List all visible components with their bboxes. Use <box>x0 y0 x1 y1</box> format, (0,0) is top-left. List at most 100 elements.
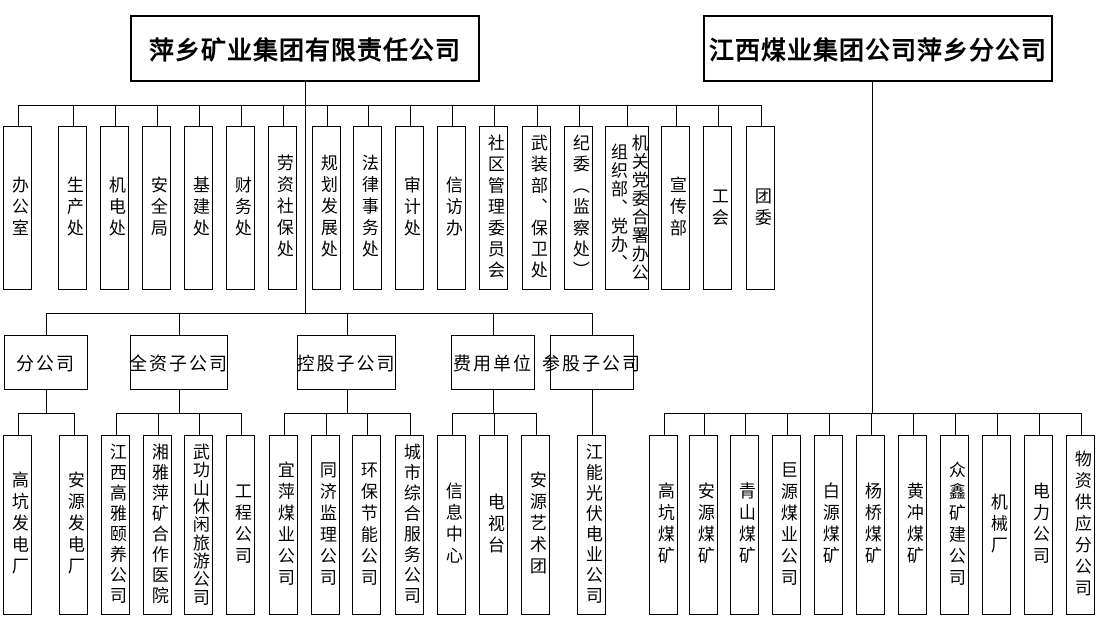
dept-box-10: 信访办 <box>437 126 466 290</box>
dept-box-8: 法律事务处 <box>353 126 382 290</box>
department-drop-line <box>283 105 284 127</box>
branch-unit-box-8: 机械厂 <box>982 435 1011 615</box>
department-drop-line <box>157 105 158 127</box>
unit-drop-line <box>452 413 453 436</box>
department-drop-line <box>410 105 411 127</box>
dept-box-14: 组织部、党办、 机关党委合署办公 <box>605 126 649 290</box>
unit-drop-line <box>410 413 411 436</box>
department-bus-line <box>18 105 762 106</box>
department-drop-line <box>537 105 538 127</box>
unit-box-1-3: 工程公司 <box>226 435 255 615</box>
branch-unit-box-10: 物资供应分公司 <box>1066 435 1095 615</box>
branch-unit-box-0-label: 高坑煤矿 <box>654 482 674 568</box>
branch-unit-box-9: 电力公司 <box>1024 435 1053 615</box>
category-drop-line <box>592 313 593 336</box>
branch-unit-box-3-label: 巨源煤业公司 <box>777 460 797 590</box>
department-drop-line <box>452 105 453 127</box>
department-drop-line <box>579 105 580 127</box>
dept-box-8-label: 法律事务处 <box>358 154 378 262</box>
unit-box-3-2-label: 安源艺术团 <box>526 471 546 579</box>
dept-box-12-label: 武装部、保卫处 <box>527 133 547 283</box>
dept-box-6-label: 劳资社保处 <box>273 154 293 262</box>
branch-unit-box-9-label: 电力公司 <box>1029 482 1049 568</box>
unit-box-3-0: 信息中心 <box>437 435 466 615</box>
unit-bus-line <box>284 413 411 414</box>
category-box-0: 分公司 <box>4 335 88 390</box>
branch-drop-line <box>871 413 872 436</box>
left-company-title: 萍乡矿业集团有限责任公司 <box>148 37 461 65</box>
branch-unit-box-8-label: 机械厂 <box>987 492 1007 558</box>
unit-box-1-3-label: 工程公司 <box>231 482 251 568</box>
category-label-0: 分公司 <box>16 353 76 374</box>
unit-box-2-1-label: 同济监理公司 <box>316 460 336 590</box>
branch-unit-box-5: 杨桥煤矿 <box>856 435 885 615</box>
left-company-header: 萍乡矿业集团有限责任公司 <box>130 15 480 82</box>
unit-drop-line <box>536 413 537 436</box>
unit-box-0-1: 安源发电厂 <box>59 435 88 615</box>
branch-unit-box-1-label: 安源煤矿 <box>694 482 714 568</box>
branch-unit-box-7-label: 众鑫矿建公司 <box>945 460 965 590</box>
unit-box-3-1-label: 电视台 <box>484 492 504 558</box>
unit-drop-line <box>18 413 19 436</box>
category-feed-line <box>46 390 47 414</box>
dept-box-13-label: 纪委（监察处） <box>569 133 589 283</box>
category-label-4: 参股子公司 <box>542 353 642 374</box>
unit-box-2-0: 宜萍煤业公司 <box>269 435 298 615</box>
right-company-header: 江西煤业集团公司萍乡分公司 <box>703 15 1053 82</box>
dept-box-11: 社区管理委员会 <box>479 126 508 290</box>
dept-box-4-label: 基建处 <box>189 175 209 241</box>
dept-box-15-label: 宣传部 <box>666 175 686 241</box>
dept-box-9: 审计处 <box>395 126 424 290</box>
unit-box-2-3-label: 城市综合服务公司 <box>400 443 420 607</box>
right-header-feed-line <box>872 82 873 414</box>
dept-box-13: 纪委（监察处） <box>564 126 593 290</box>
department-drop-line <box>676 105 677 127</box>
dept-box-11-label: 社区管理委员会 <box>484 133 504 283</box>
branch-unit-box-3: 巨源煤业公司 <box>772 435 801 615</box>
department-drop-line <box>73 105 74 127</box>
unit-box-0-0: 高坑发电厂 <box>3 435 32 615</box>
department-drop-line <box>241 105 242 127</box>
department-drop-line <box>327 105 328 127</box>
branch-drop-line <box>997 413 998 436</box>
unit-box-0-1-label: 安源发电厂 <box>64 471 84 579</box>
category-drop-line <box>347 313 348 336</box>
unit-drop-line <box>116 413 117 436</box>
branch-unit-box-6-label: 黄冲煤矿 <box>903 482 923 568</box>
department-drop-line <box>368 105 369 127</box>
branch-unit-box-4: 白源煤矿 <box>814 435 843 615</box>
dept-box-0: 办公室 <box>3 126 32 290</box>
dept-box-2: 机电处 <box>100 126 129 290</box>
department-drop-line <box>199 105 200 127</box>
unit-drop-line <box>158 413 159 436</box>
unit-box-1-0-label: 江西高雅颐养公司 <box>106 443 126 607</box>
dept-box-5: 财务处 <box>226 126 255 290</box>
branch-drop-line <box>1081 413 1082 436</box>
branch-drop-line <box>829 413 830 436</box>
dept-box-7-label: 规划发展处 <box>317 154 337 262</box>
dept-box-7: 规划发展处 <box>312 126 341 290</box>
branch-bus-line <box>664 413 1082 414</box>
branch-unit-box-6: 黄冲煤矿 <box>898 435 927 615</box>
unit-box-2-2-label: 环保节能公司 <box>357 460 377 590</box>
unit-drop-line <box>74 413 75 436</box>
branch-unit-box-5-label: 杨桥煤矿 <box>861 482 881 568</box>
unit-box-1-2: 武功山休闲旅游公司 <box>184 435 213 615</box>
branch-unit-box-0: 高坑煤矿 <box>649 435 678 615</box>
unit-box-1-1: 湘雅萍矿合作医院 <box>143 435 172 615</box>
dept-box-17-label: 团委 <box>751 186 771 230</box>
right-company-title: 江西煤业集团公司萍乡分公司 <box>708 37 1047 65</box>
unit-drop-line <box>284 413 285 436</box>
dept-box-4: 基建处 <box>184 126 213 290</box>
branch-unit-box-2-label: 青山煤矿 <box>735 482 755 568</box>
dept-box-14-label: 组织部、党办、 机关党委合署办公 <box>608 134 648 282</box>
dept-box-17: 团委 <box>746 126 775 290</box>
unit-box-3-0-label: 信息中心 <box>442 482 462 568</box>
category-drop-line <box>179 313 180 336</box>
branch-unit-box-2: 青山煤矿 <box>730 435 759 615</box>
dept-box-0-label: 办公室 <box>8 175 28 241</box>
dept-box-1: 生产处 <box>58 126 87 290</box>
unit-box-1-0: 江西高雅颐养公司 <box>101 435 130 615</box>
branch-drop-line <box>787 413 788 436</box>
